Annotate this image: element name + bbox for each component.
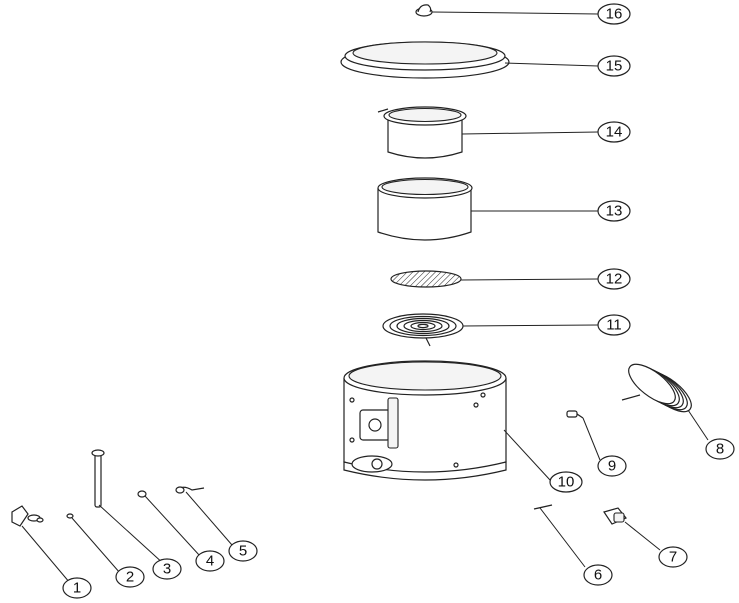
callout-label-7: 7 xyxy=(669,549,677,566)
part-3-rod xyxy=(91,449,166,566)
callout-label-14: 14 xyxy=(606,124,623,141)
callout-label-8: 8 xyxy=(716,441,724,458)
callout-label-3: 3 xyxy=(163,561,171,578)
part-7-connector xyxy=(603,507,661,551)
callout-11: 11 xyxy=(597,314,631,336)
callout-label-15: 15 xyxy=(606,58,623,75)
callout-label-11: 11 xyxy=(606,317,622,334)
callout-7: 7 xyxy=(658,546,688,568)
callout-1: 1 xyxy=(62,577,92,599)
part-13-cylinder-sleeve xyxy=(377,177,598,241)
callout-5: 5 xyxy=(228,540,258,562)
part-15-lid xyxy=(340,41,599,79)
callout-label-13: 13 xyxy=(606,203,623,220)
callout-3: 3 xyxy=(152,558,182,580)
part-5-wire-clip xyxy=(175,486,233,546)
callout-12: 12 xyxy=(597,268,631,290)
part-11-heating-coil xyxy=(382,313,599,347)
callout-14: 14 xyxy=(597,121,631,143)
part-1-terminal xyxy=(11,505,71,584)
part-4-nut xyxy=(137,490,201,557)
part-14-inner-pot xyxy=(377,106,599,159)
callout-4: 4 xyxy=(195,550,225,572)
callout-label-10: 10 xyxy=(558,474,575,491)
callout-label-1: 1 xyxy=(73,580,81,597)
callout-13: 13 xyxy=(597,200,631,222)
callout-label-16: 16 xyxy=(606,6,623,23)
part-12-mesh-disc xyxy=(390,270,599,288)
part-16-knob xyxy=(415,4,599,17)
callout-label-9: 9 xyxy=(608,458,616,475)
part-6-pin xyxy=(533,504,586,568)
callout-label-6: 6 xyxy=(594,567,602,584)
part-9-sensor xyxy=(566,410,601,461)
callout-15: 15 xyxy=(597,55,631,77)
callout-label-12: 12 xyxy=(606,271,623,288)
part-8-coil-spring xyxy=(621,363,709,441)
callout-2: 2 xyxy=(115,566,145,588)
part-10-main-body xyxy=(343,360,551,481)
callout-6: 6 xyxy=(583,564,613,586)
part-2-screw xyxy=(66,513,121,574)
callout-label-2: 2 xyxy=(126,569,134,586)
callout-8: 8 xyxy=(705,438,735,460)
callout-10: 10 xyxy=(549,471,583,493)
callout-label-4: 4 xyxy=(206,553,214,570)
callout-label-5: 5 xyxy=(239,543,247,560)
callout-16: 16 xyxy=(597,3,631,25)
callout-9: 9 xyxy=(597,455,627,477)
